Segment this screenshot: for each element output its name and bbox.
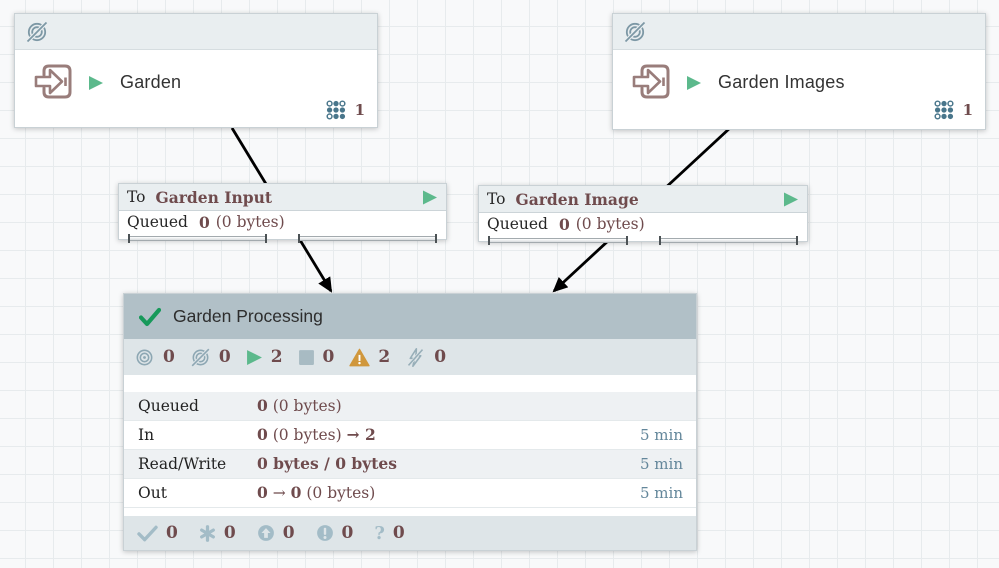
stat-row: Out 0 → 0 (0 bytes) 5 min bbox=[124, 479, 696, 508]
stat-value: 0 → 0 (0 bytes) bbox=[257, 483, 376, 502]
stat-value: 0 (0 bytes) bbox=[257, 396, 342, 415]
port-name: Garden Images bbox=[718, 72, 845, 92]
badge-not-transmitting: 0 bbox=[190, 347, 231, 368]
dot-grid-icon bbox=[934, 100, 954, 120]
transmitting-icon bbox=[136, 349, 153, 365]
valid-check-icon bbox=[139, 307, 161, 326]
badge-sync-failure: ? 0 bbox=[374, 523, 404, 544]
queue-size-percent-bar bbox=[658, 236, 798, 245]
locally-modified-count: 0 bbox=[223, 523, 236, 543]
process-group-garden-processing[interactable]: Garden Processing 0 0 bbox=[123, 293, 697, 551]
queue-percent-bars bbox=[479, 235, 807, 245]
stale-up-arrow-icon bbox=[257, 525, 274, 541]
queue-size-percent-bar bbox=[298, 234, 437, 243]
sync-failure-count: 0 bbox=[392, 523, 405, 543]
stopped-count: 0 bbox=[322, 347, 335, 367]
stopped-icon bbox=[298, 349, 314, 365]
stale-count: 0 bbox=[282, 523, 295, 543]
queued-size: (0 bytes) bbox=[215, 213, 285, 231]
process-group-status-bar: 0 0 2 bbox=[124, 339, 696, 375]
stat-value: 0 bytes / 0 bytes bbox=[257, 454, 397, 473]
port-name: Garden bbox=[120, 72, 182, 92]
stat-time: 5 min bbox=[640, 484, 683, 502]
disabled-bolt-icon bbox=[407, 347, 424, 367]
badge-stale: 0 bbox=[257, 523, 295, 543]
queued-label: Queued bbox=[127, 213, 188, 231]
stat-label: Out bbox=[138, 484, 167, 502]
not-transmitting-icon bbox=[624, 20, 646, 43]
disabled-count: 0 bbox=[434, 347, 447, 367]
stat-value: 0 (0 bytes) → 2 bbox=[257, 425, 376, 444]
input-port-garden[interactable]: Garden 1 bbox=[14, 13, 378, 128]
queue-percent-bars bbox=[119, 233, 446, 243]
port-body: Garden Images 1 bbox=[613, 50, 985, 127]
port-count-group: 1 bbox=[325, 99, 365, 121]
up-to-date-check-icon bbox=[137, 525, 158, 541]
badge-invalid: 2 bbox=[349, 347, 390, 367]
not-transmitting-icon bbox=[26, 20, 48, 43]
input-port-icon bbox=[632, 64, 670, 99]
connection-label-garden-input[interactable]: To Garden Input Queued 0 (0 bytes) bbox=[118, 183, 447, 243]
stat-row: Queued 0 (0 bytes) bbox=[124, 392, 696, 421]
locally-modified-asterisk-icon bbox=[199, 524, 215, 542]
stat-time: 5 min bbox=[640, 455, 683, 473]
connection-to-label: To bbox=[127, 188, 146, 206]
running-icon bbox=[246, 349, 262, 365]
port-topbar bbox=[613, 14, 985, 50]
running-count: 2 bbox=[270, 347, 283, 367]
running-status-icon bbox=[687, 76, 701, 90]
transmitting-count: 0 bbox=[163, 347, 175, 367]
port-body: Garden 1 bbox=[15, 50, 377, 127]
queued-size: (0 bytes) bbox=[575, 215, 645, 233]
process-group-version-bar: 0 0 0 bbox=[124, 516, 696, 550]
stat-row: In 0 (0 bytes) → 2 5 min bbox=[124, 421, 696, 450]
queue-count-percent-bar bbox=[488, 236, 628, 245]
stat-row: Read/Write 0 bytes / 0 bytes 5 min bbox=[124, 450, 696, 479]
not-transmitting-icon bbox=[190, 347, 210, 367]
stat-time: 5 min bbox=[640, 426, 683, 444]
badge-locally-modified: 0 bbox=[199, 523, 236, 543]
queued-label: Queued bbox=[487, 215, 548, 233]
port-count-group: 1 bbox=[933, 99, 973, 121]
connection-to-label: To bbox=[487, 190, 506, 208]
invalid-count: 2 bbox=[378, 347, 391, 367]
port-topbar bbox=[15, 14, 377, 50]
badge-disabled: 0 bbox=[405, 347, 446, 368]
sync-failure-question-icon: ? bbox=[374, 522, 385, 544]
badge-transmitting: 0 bbox=[134, 347, 175, 368]
running-status-icon bbox=[89, 76, 103, 90]
port-count: 1 bbox=[962, 101, 973, 119]
badge-locally-modified-and-stale: 0 bbox=[316, 523, 354, 543]
port-count: 1 bbox=[354, 101, 365, 119]
stat-label: Queued bbox=[138, 397, 199, 415]
process-group-header[interactable]: Garden Processing bbox=[124, 294, 696, 339]
connection-header: To Garden Input bbox=[119, 184, 446, 211]
connection-queued-row: Queued 0 (0 bytes) bbox=[119, 211, 446, 233]
connection-queued-row: Queued 0 (0 bytes) bbox=[479, 213, 807, 235]
badge-running: 2 bbox=[246, 347, 283, 367]
badge-up-to-date: 0 bbox=[137, 523, 178, 543]
dot-grid-icon bbox=[326, 100, 346, 120]
up-to-date-count: 0 bbox=[166, 523, 178, 543]
warning-triangle-icon bbox=[349, 348, 371, 366]
input-port-icon bbox=[34, 64, 72, 99]
not-transmitting-count: 0 bbox=[218, 347, 231, 367]
stat-label: In bbox=[138, 426, 155, 444]
queued-count: 0 bbox=[198, 212, 210, 232]
connection-target-name: Garden Image bbox=[515, 189, 639, 209]
connection-target-name: Garden Input bbox=[155, 187, 273, 207]
queue-count-percent-bar bbox=[128, 234, 267, 243]
connection-header: To Garden Image bbox=[479, 186, 807, 213]
running-status-icon bbox=[784, 192, 798, 206]
input-port-garden-images[interactable]: Garden Images 1 bbox=[612, 13, 986, 130]
process-group-name: Garden Processing bbox=[173, 306, 323, 326]
modified-stale-count: 0 bbox=[341, 523, 354, 543]
connection-label-garden-image[interactable]: To Garden Image Queued 0 (0 bytes) bbox=[478, 185, 808, 245]
running-status-icon bbox=[423, 190, 437, 204]
badge-stopped: 0 bbox=[298, 347, 335, 367]
queued-count: 0 bbox=[558, 214, 570, 234]
modified-stale-exclamation-icon bbox=[316, 525, 333, 541]
stat-label: Read/Write bbox=[138, 455, 227, 473]
